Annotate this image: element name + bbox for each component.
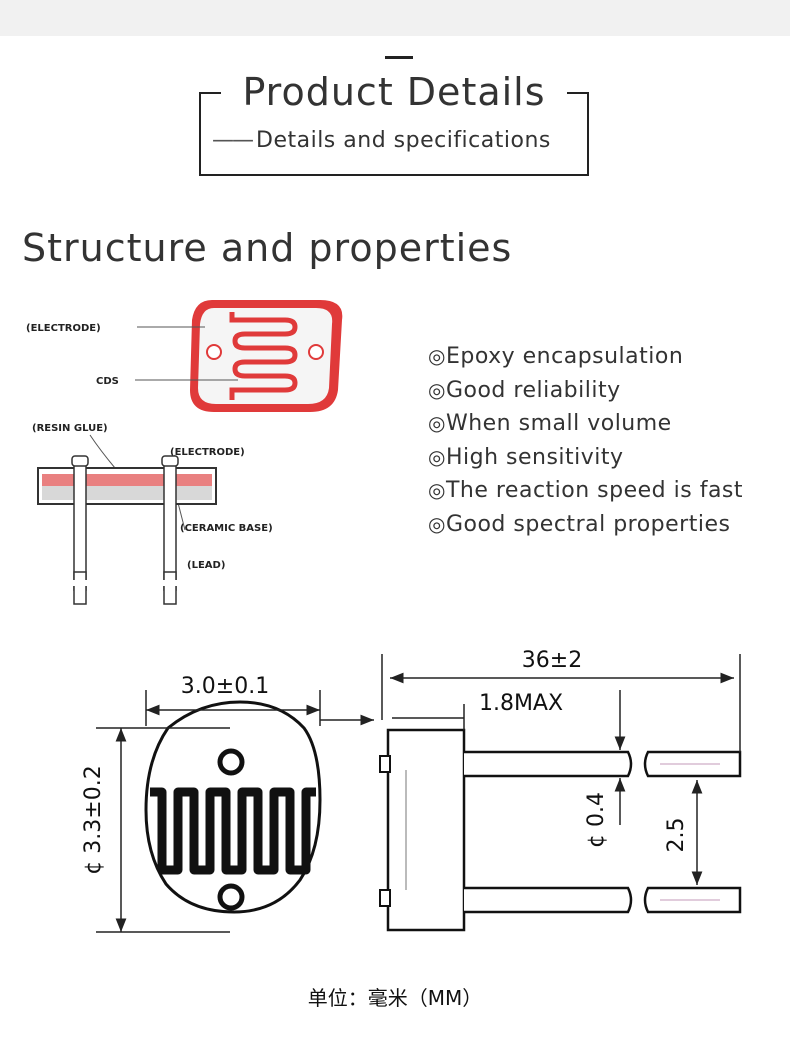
dim-lead-diameter: ¢ 0.4 [584, 792, 609, 848]
bullet-icon: ◎ [428, 411, 446, 436]
label-electrode-top: (ELECTRODE) [26, 323, 101, 334]
sensor-top-view [190, 300, 343, 412]
section-title: Structure and properties [22, 226, 513, 270]
subtitle-text: Details and specifications [256, 128, 551, 153]
label-lead: (LEAD) [187, 560, 225, 571]
property-text: Good spectral properties [445, 511, 731, 537]
unit-label: 单位：毫米（MM） [307, 986, 483, 1010]
structure-diagram: (ELECTRODE) CDS (RESIN GLUE) (ELECTRODE)… [26, 300, 343, 605]
property-text: Epoxy encapsulation [445, 344, 684, 369]
list-item: ◎When small volume [428, 407, 743, 441]
list-item: ◎Good spectral properties [428, 508, 743, 542]
bullet-icon: ◎ [428, 478, 446, 503]
dim-max: 1.8MAX [479, 691, 563, 716]
property-text: When small volume [445, 411, 672, 437]
header-frame-corner-right [567, 92, 589, 94]
label-ceramic-base: (CERAMIC BASE) [180, 523, 273, 534]
top-bar [0, 0, 790, 36]
header-accent-line [385, 56, 413, 59]
sensor-front-view [144, 700, 322, 914]
list-item: ◎The reaction speed is fast [428, 474, 743, 508]
dim-width: 3.0±0.1 [181, 674, 269, 699]
page-title: Product Details [242, 70, 546, 114]
sensor-side-view [37, 455, 217, 605]
list-item: ◎Good reliability [428, 374, 743, 408]
sensor-dim-side-view [379, 728, 742, 932]
dim-pitch: 2.5 [664, 818, 689, 853]
property-text: Good reliability [445, 377, 621, 403]
bullet-icon: ◎ [428, 377, 446, 402]
bullet-icon: ◎ [428, 344, 446, 368]
bullet-icon: ◎ [428, 444, 446, 469]
list-item: ◎High sensitivity [428, 441, 743, 475]
bullet-icon: ◎ [428, 511, 446, 536]
dim-length: 36±2 [522, 648, 582, 673]
list-item: ◎Epoxy encapsulation [428, 340, 743, 374]
subtitle-dash: —— [212, 128, 254, 153]
dim-diameter: ¢ 3.3±0.2 [81, 765, 106, 874]
page-subtitle: ——Details and specifications [212, 128, 551, 153]
properties-list: ◎Epoxy encapsulation ◎Good reliability ◎… [428, 340, 743, 542]
label-resin-glue: (RESIN GLUE) [32, 423, 108, 434]
label-electrode-side: (ELECTRODE) [170, 447, 245, 458]
property-text: The reaction speed is fast [445, 478, 744, 504]
label-cds: CDS [96, 376, 119, 387]
property-text: High sensitivity [445, 444, 624, 470]
header-frame [199, 92, 589, 176]
header-frame-corner-left [199, 92, 221, 94]
dimension-drawing: 3.0±0.1 ¢ 3.3±0.2 36±2 1.8MAX ¢ 0.4 2.5 [81, 648, 742, 933]
